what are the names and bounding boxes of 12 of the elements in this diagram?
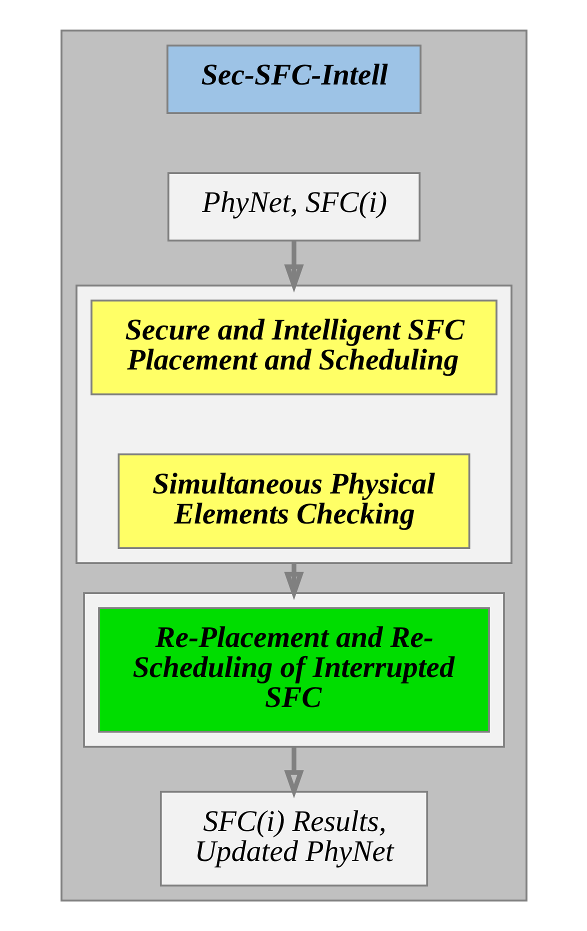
node-box: Re-Placement and Re-Scheduling of Interrupted SFC [98, 607, 490, 733]
node-box: Simultaneous Physical Elements Checking [117, 453, 470, 549]
node-box: PhyNet, SFC(i) [166, 172, 420, 242]
node-box: Secure and Intelligent SFC Placement and Scheduling [90, 300, 497, 396]
cluster [75, 284, 512, 564]
arrow [284, 241, 304, 293]
arrow [284, 563, 304, 600]
node-box: SFC(i) Results, Updated PhyNet [159, 790, 428, 886]
cluster [60, 30, 527, 902]
cluster [82, 592, 504, 748]
arrow [284, 746, 304, 798]
node-box: Sec-SFC-Intell [166, 44, 421, 114]
